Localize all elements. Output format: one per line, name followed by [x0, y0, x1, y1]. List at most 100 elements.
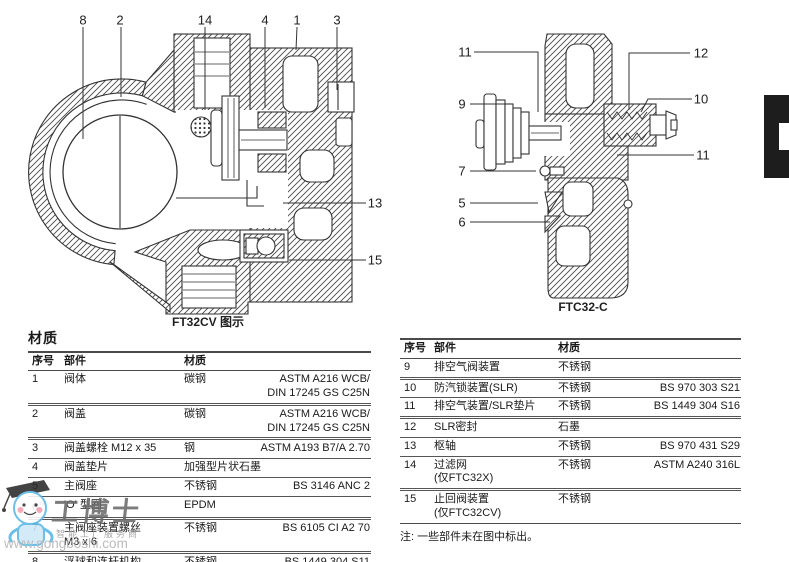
cell-spec: BS 1449 304 S11 — [254, 556, 371, 562]
cell-spec: ASTM A193 B7/A 2.70 — [260, 442, 370, 455]
cell-material: 加强型片状石墨 — [184, 461, 261, 473]
ft32cv-drawing — [28, 33, 355, 315]
cell-part: 浮球和连杆机构 — [64, 556, 184, 562]
cell-part: 主阀座 — [64, 479, 97, 492]
cell-no: 11 — [404, 400, 416, 413]
figure-caption-ft32cv: FT32CV 图示 — [171, 315, 244, 329]
table-header: 序号 部件 材质 — [28, 350, 371, 372]
cell-spec: ASTM A216 WCB/DIN 17245 GS C25N — [267, 373, 370, 399]
table-header: 序号 部件 材质 — [400, 338, 741, 359]
cell-material: 钢 — [184, 442, 195, 455]
callout-label: 10 — [693, 91, 709, 107]
callout-label: 7 — [458, 163, 466, 179]
cell-material: 碳钢 — [184, 407, 206, 420]
cell-part: 枢轴 — [434, 439, 456, 452]
cell-spec: BS 3146 ANC 2 — [292, 479, 370, 492]
cell-no: 14 — [404, 458, 417, 471]
callout-label: 2 — [116, 12, 124, 28]
materials-title: 材质 — [28, 330, 58, 346]
cell-spec — [254, 461, 371, 475]
cell-material: 不锈钢 — [184, 556, 254, 562]
callout-label: 4 — [261, 12, 269, 28]
cell-material: 不锈钢 — [558, 400, 591, 413]
cell-no: 15 — [404, 493, 417, 505]
cell-no: 10 — [404, 381, 417, 394]
cell-no: 9 — [404, 360, 411, 373]
callout-label: 1 — [293, 12, 301, 28]
cell-material: 不锈钢 — [558, 381, 591, 394]
callout-label: 9 — [458, 96, 466, 112]
col-header-material: 材质 — [184, 354, 206, 367]
cell-no: 8 — [28, 556, 64, 562]
cell-no: 3 — [32, 442, 39, 455]
cell-part: 阀盖 — [64, 407, 86, 420]
cell-no: 7 — [32, 521, 39, 534]
cell-spec — [624, 361, 741, 375]
cell-no: 2 — [32, 407, 39, 420]
figure-caption-ftc32c: FTC32-C — [558, 300, 608, 314]
cell-spec: BS 970 303 S21 — [659, 381, 740, 394]
callout-label: 11 — [696, 147, 710, 163]
technical-drawings — [28, 26, 694, 315]
cell-material: 石墨 — [558, 421, 580, 433]
cell-spec: ASTM A240 316L — [653, 458, 740, 471]
cell-spec — [254, 499, 371, 515]
callout-label: 12 — [693, 45, 709, 61]
col-header-no: 序号 — [404, 342, 426, 354]
cell-part: 'O' 型圈 — [64, 498, 102, 511]
page-edge-tab-notch — [779, 123, 789, 150]
cell-material: 不锈钢 — [184, 479, 217, 492]
cell-no: 4 — [32, 461, 39, 473]
table-row: 5 主阀座 不锈钢 BS 3146 ANC 2 — [28, 478, 371, 497]
cell-spec: ASTM A216 WCB/DIN 17245 GS C25N — [267, 407, 370, 434]
cell-spec: BS 6105 CI A2 70 — [282, 521, 370, 534]
cell-material: 不锈钢 — [558, 360, 591, 373]
callout-label: 14 — [197, 12, 213, 28]
cell-part: SLR密封 — [434, 421, 478, 433]
table-row: 2 阀盖 碳钢 ASTM A216 WCB/DIN 17245 GS C25N — [28, 406, 371, 441]
table-row: 9 排空气阀装置 不锈钢 — [400, 359, 741, 380]
callout-label: 5 — [458, 195, 466, 211]
cell-part: 排空气装置/SLR垫片 — [434, 400, 536, 413]
col-header-no: 序号 — [32, 354, 54, 367]
table-row: 14 过滤网(仅FTC32X) 不锈钢 ASTM A240 316L — [400, 457, 741, 491]
table-footnote: 注: 一些部件未在图中标出。 — [400, 530, 539, 543]
cell-spec: BS 970 431 S29 — [659, 439, 740, 452]
table-row: 8浮球和连杆机构不锈钢BS 1449 304 S11 — [28, 554, 371, 562]
callout-label: 13 — [367, 195, 383, 211]
cell-part: 阀体 — [64, 373, 86, 386]
cell-no: 13 — [404, 439, 417, 452]
callout-leader-lines — [82, 26, 694, 261]
cell-material: EPDM — [184, 498, 216, 511]
cell-spec: BS 1449 304 S16 — [653, 400, 740, 413]
footnote-symbol: ⊛ — [39, 498, 46, 508]
cell-spec — [624, 421, 741, 435]
col-header-part: 部件 — [434, 342, 456, 354]
cell-material: 不锈钢 — [558, 458, 591, 471]
cell-part: 阀盖垫片 — [64, 461, 108, 473]
cell-part: 过滤网(仅FTC32X) — [434, 458, 494, 485]
cell-material: 碳钢 — [184, 373, 206, 386]
cell-part: 阀盖螺栓 M12 x 35 — [64, 442, 157, 455]
cell-no: 5 — [32, 479, 39, 492]
cell-material: 不锈钢 — [558, 493, 591, 505]
cell-material: 不锈钢 — [184, 521, 217, 534]
table-row: 10 防汽锁装置(SLR) 不锈钢 BS 970 303 S21 — [400, 380, 741, 399]
cell-part: 防汽锁装置(SLR) — [434, 381, 518, 394]
cell-material: 不锈钢 — [558, 439, 591, 452]
cell-part: 排空气阀装置 — [434, 360, 500, 373]
col-header-part: 部件 — [64, 354, 86, 367]
col-header-spec — [254, 355, 371, 369]
callout-label: 11 — [458, 44, 472, 60]
col-header-material: 材质 — [558, 342, 580, 354]
table-row: 11 排空气装置/SLR垫片 不锈钢 BS 1449 304 S16 — [400, 398, 741, 419]
